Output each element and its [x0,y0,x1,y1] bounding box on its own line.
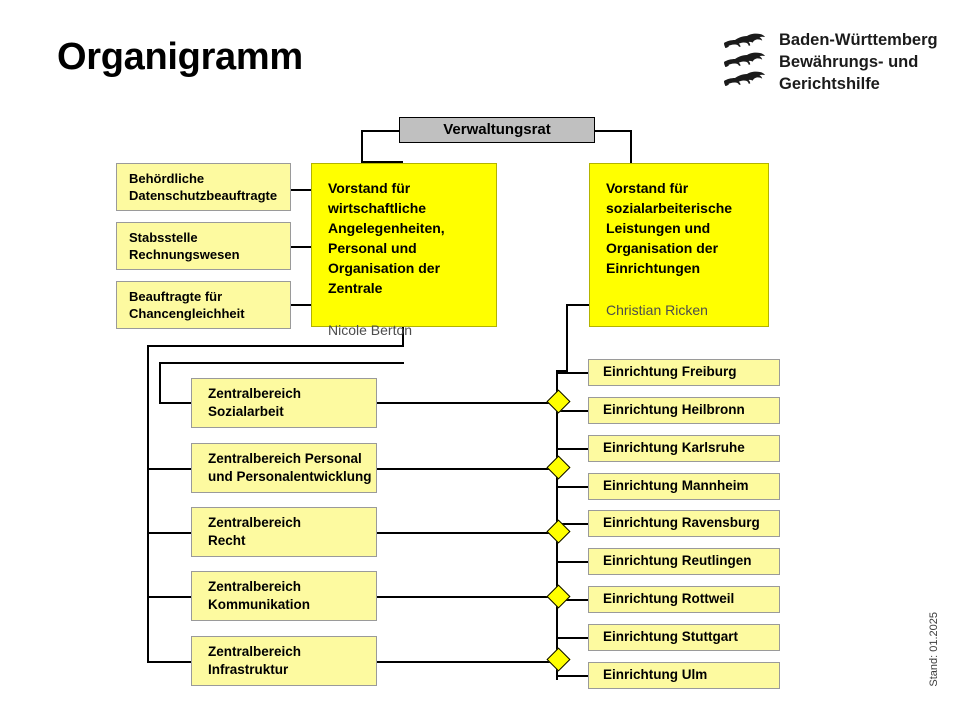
node-zentralbereich-sozialarbeit[interactable]: Zentralbereich Sozialarbeit [191,378,377,428]
zentral-kommunikation-line-1: Zentralbereich [208,579,302,595]
connector-central-5-right [377,661,558,663]
page-title: Organigramm [57,36,303,78]
einrichtung-karlsruhe-label: Einrichtung Karlsruhe [603,440,745,456]
zentral-personal-line-1: Zentralbereich Personal [208,451,362,467]
connector-right-board-out [566,304,590,306]
connector-council-right-h [594,130,632,132]
connector-central-1 [159,402,192,404]
einrichtung-freiburg-label: Einrichtung Freiburg [603,364,737,380]
connector-right-board-down [566,304,568,372]
connector-staff-3 [291,304,312,306]
connector-sozialarbeit-top [159,362,404,364]
connector-facility-2 [556,410,588,412]
node-einrichtung-ravensburg[interactable]: Einrichtung Ravensburg [588,510,780,537]
node-einrichtung-freiburg[interactable]: Einrichtung Freiburg [588,359,780,386]
node-verwaltungsrat[interactable]: Verwaltungsrat [399,117,595,143]
connector-central-3-right [377,532,558,534]
connector-facility-3 [556,448,588,450]
zentral-sozialarbeit-line-2: Sozialarbeit [208,404,284,419]
connector-staff-1 [291,189,312,191]
node-zentralbereich-recht[interactable]: Zentralbereich Recht [191,507,377,557]
connector-central-1-right [377,402,558,404]
connector-facility-5 [556,523,588,525]
connector-central-2-right [377,468,558,470]
node-einrichtung-stuttgart[interactable]: Einrichtung Stuttgart [588,624,780,651]
connector-facility-6 [556,561,588,563]
logo-text-line-3: Gerichtshilfe [779,74,880,93]
verwaltungsrat-label: Verwaltungsrat [443,120,551,138]
connector-central-4-right [377,596,558,598]
connector-facility-trunk-head [556,370,568,372]
node-einrichtung-heilbronn[interactable]: Einrichtung Heilbronn [588,397,780,424]
node-staff-chancengleichheit[interactable]: Beauftragte für Chancengleichheit [116,281,291,329]
connector-central-3 [147,532,192,534]
connector-central-trunk [147,345,149,663]
connector-central-5 [147,661,192,663]
einrichtung-reutlingen-label: Einrichtung Reutlingen [603,553,752,569]
staff-datenschutz-line-2: Datenschutzbeauftragte [129,187,278,203]
junction-diamond-2 [546,455,571,480]
zentral-personal-line-2: und Personalentwicklung [208,469,372,484]
connector-left-board-across [147,345,404,347]
connector-staff-2 [291,246,312,248]
node-vorstand-sozialarbeit[interactable]: Vorstand für sozialarbeiterische Leistun… [589,163,769,327]
vorstand-sozial-person: Christian Ricken [606,302,708,319]
connector-facility-1 [556,372,588,374]
zentral-infrastruktur-line-1: Zentralbereich [208,644,302,660]
einrichtung-ulm-label: Einrichtung Ulm [603,667,708,683]
connector-council-left-drop [361,161,403,163]
logo-text-line-1: Baden-Württemberg [779,31,938,49]
vorstand-sozial-role: Vorstand für sozialarbeiterische Leistun… [606,180,733,277]
einrichtung-rottweil-label: Einrichtung Rottweil [603,591,735,607]
connector-council-left-h [361,130,399,132]
staff-chancengleichheit-line-1: Beauftragte für [129,289,223,304]
node-einrichtung-reutlingen[interactable]: Einrichtung Reutlingen [588,548,780,575]
connector-central-4 [147,596,192,598]
vorstand-wirtschaft-person: Nicole Berton [328,322,413,339]
connector-council-left-v [361,130,363,163]
zentral-sozialarbeit-line-1: Zentralbereich [208,386,302,402]
logo-text-line-2: Bewährungs- und [779,52,919,71]
connector-council-right-v [630,130,632,163]
node-einrichtung-ulm[interactable]: Einrichtung Ulm [588,662,780,689]
node-staff-datenschutz[interactable]: Behördliche Datenschutzbeauftragte [116,163,291,211]
einrichtung-stuttgart-label: Einrichtung Stuttgart [603,629,738,645]
bw-logo: Baden-Württemberg Bewährungs- und Gerich… [722,30,938,95]
einrichtung-mannheim-label: Einrichtung Mannheim [603,478,749,494]
connector-facility-7 [556,599,588,601]
zentral-recht-line-2: Recht [208,533,246,548]
zentral-recht-line-1: Zentralbereich [208,515,302,531]
connector-left-board-down [402,327,404,347]
staff-rechnungswesen-line-1: Stabsstelle [129,230,198,245]
junction-diamond-4 [546,584,571,609]
staff-rechnungswesen-line-2: Rechnungswesen [129,246,240,262]
connector-facility-9 [556,675,588,677]
logo-text: Baden-Württemberg Bewährungs- und Gerich… [779,30,938,95]
node-vorstand-wirtschaft[interactable]: Vorstand für wirtschaftliche Angelegenhe… [311,163,497,338]
einrichtung-heilbronn-label: Einrichtung Heilbronn [603,402,745,418]
node-zentralbereich-personal[interactable]: Zentralbereich Personal und Personalentw… [191,443,377,493]
node-staff-rechnungswesen[interactable]: Stabsstelle Rechnungswesen [116,222,291,270]
three-lions-icon [722,30,766,87]
zentral-infrastruktur-line-2: Infrastruktur [208,662,289,677]
connector-central-2 [147,468,192,470]
junction-diamond-5 [546,647,571,672]
node-einrichtung-rottweil[interactable]: Einrichtung Rottweil [588,586,780,613]
node-einrichtung-mannheim[interactable]: Einrichtung Mannheim [588,473,780,500]
vorstand-wirtschaft-role: Vorstand für wirtschaftliche Angelegenhe… [328,180,445,297]
connector-facility-8 [556,637,588,639]
status-date: Stand: 01.2025 [928,612,940,687]
node-zentralbereich-kommunikation[interactable]: Zentralbereich Kommunikation [191,571,377,621]
staff-chancengleichheit-line-2: Chancengleichheit [129,305,245,321]
zentral-kommunikation-line-2: Kommunikation [208,597,311,612]
connector-facility-4 [556,486,588,488]
staff-datenschutz-line-1: Behördliche [129,171,205,186]
node-zentralbereich-infrastruktur[interactable]: Zentralbereich Infrastruktur [191,636,377,686]
connector-sozialarbeit-v [159,362,161,404]
einrichtung-ravensburg-label: Einrichtung Ravensburg [603,515,760,531]
node-einrichtung-karlsruhe[interactable]: Einrichtung Karlsruhe [588,435,780,462]
